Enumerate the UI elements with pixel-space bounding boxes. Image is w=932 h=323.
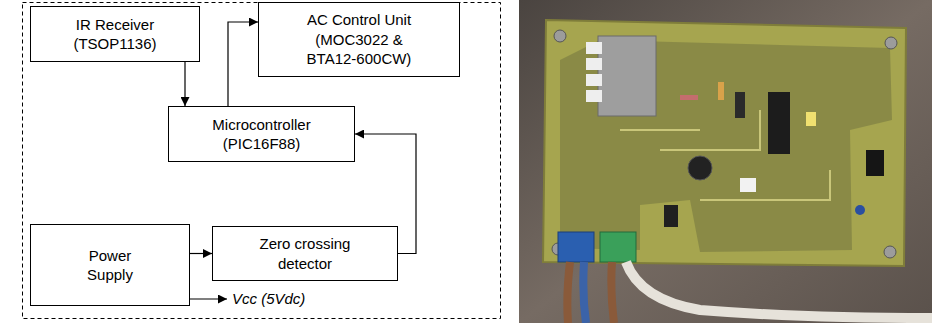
cable [611,262,614,323]
signal-arrow [184,62,185,106]
signal-arrow [228,22,258,106]
blue-terminal [558,232,594,262]
optocoupler [740,178,756,192]
dashed-frame [23,3,501,319]
box-text: Microcontroller (PIC16F88) [199,115,324,154]
resistor [680,95,698,100]
regulator [866,150,884,176]
green-terminal [600,232,636,262]
process-box: Zero crossing detector [212,226,398,281]
cable [626,262,932,318]
signal-arrow [190,253,212,254]
box-text: Power Supply [80,246,140,285]
triac [664,205,678,227]
resistor [718,82,724,100]
screw [885,37,897,49]
capacitor [688,156,712,180]
process-box: Microcontroller (PIC16F88) [168,106,355,162]
ic-socket [735,92,745,118]
cable [567,262,570,323]
transformer [598,36,656,116]
screw [884,246,896,258]
transformer-winding [586,42,602,54]
board-photo [519,0,932,323]
microcontroller-chip [768,92,790,154]
pcb-board [543,20,906,266]
pcb-traces [620,110,830,200]
photo-background [519,0,932,323]
transformer-winding [586,58,602,70]
signal-label: Vcc (5Vdc) [232,289,305,309]
box-text: Zero crossing detector [250,234,360,273]
box-text: AC Control Unit (MOC3022 & BTA12-600CW) [302,10,417,69]
cable [583,262,586,323]
transformer-winding [586,74,602,86]
supply-arrow [190,298,227,299]
input-box: IR Receiver (TSOP1136) [30,6,200,62]
box-text: IR Receiver (TSOP1136) [65,15,165,54]
capacitor-small [806,112,816,126]
transformer-winding [586,90,602,102]
supply-box: Power Supply [30,224,190,306]
screw [554,30,566,42]
output-box: AC Control Unit (MOC3022 & BTA12-600CW) [258,2,460,77]
capacitor-small [855,205,865,215]
